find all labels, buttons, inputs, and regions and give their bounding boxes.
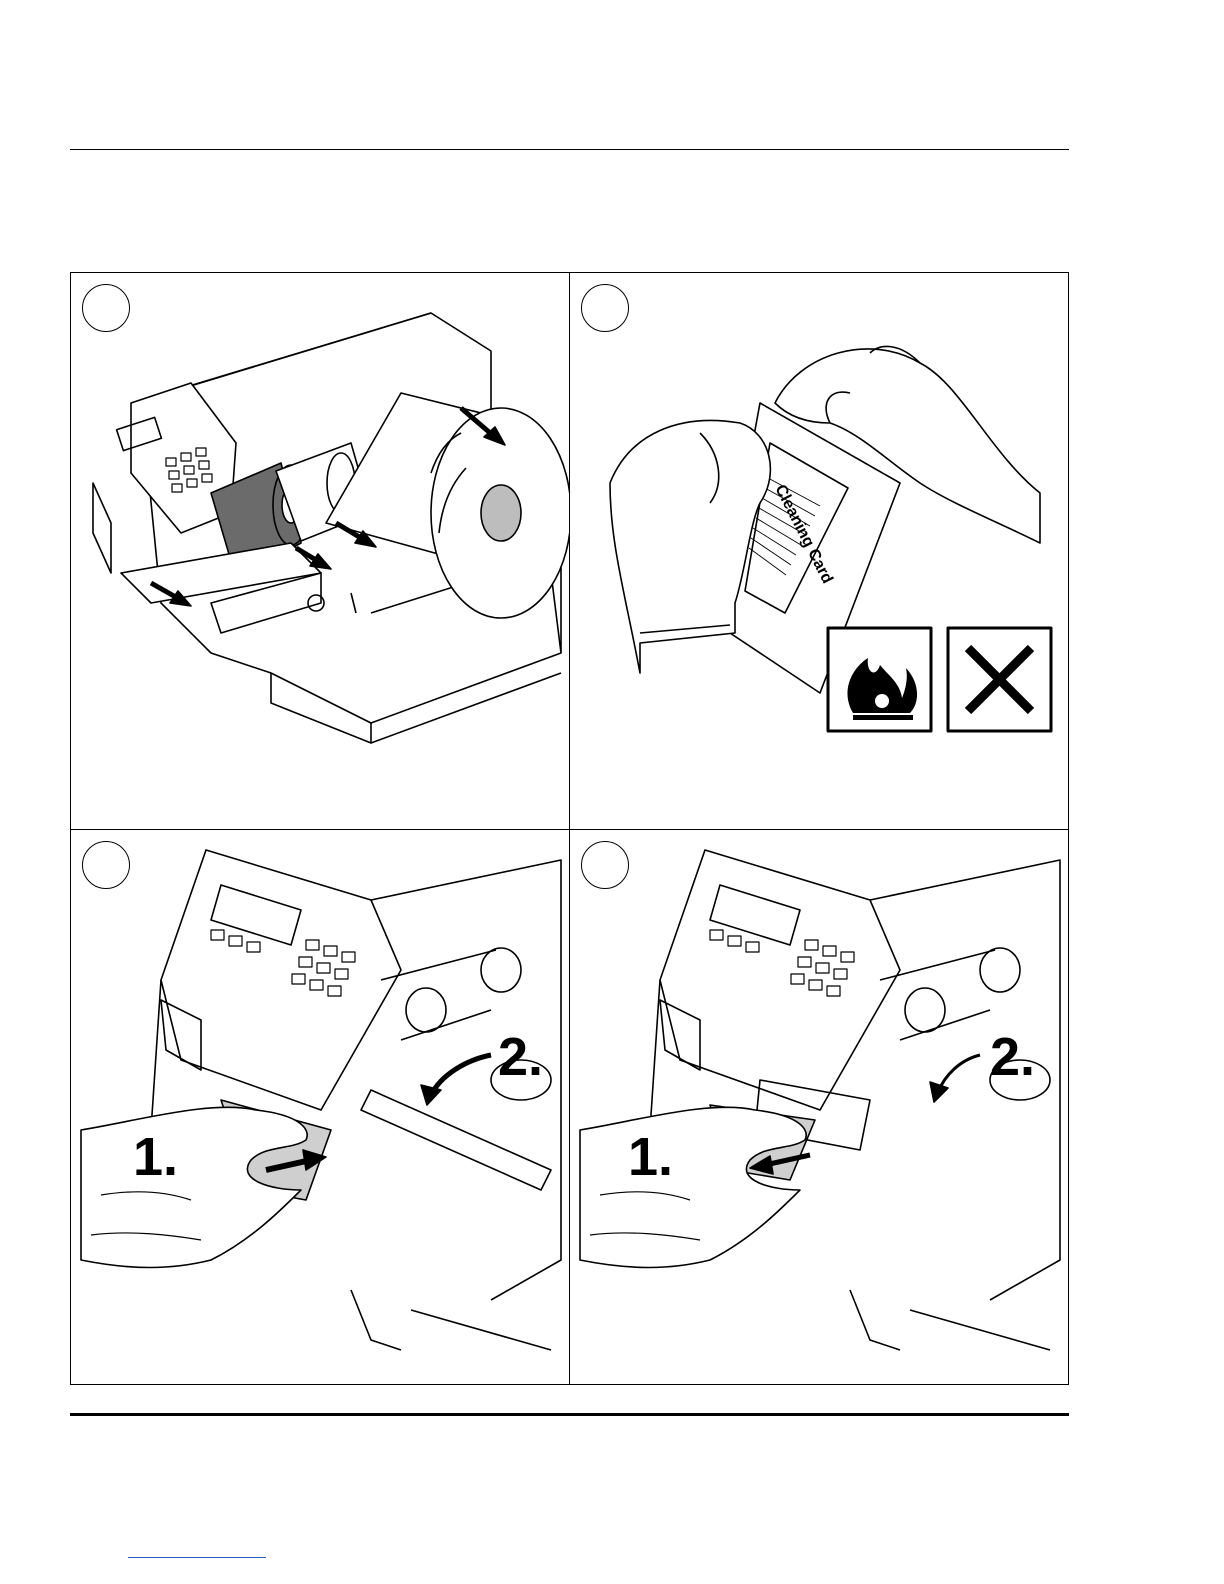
cleaning-card-illustration: Cleaning Card [570, 273, 1068, 829]
step-number-circle-2 [581, 284, 629, 332]
step-2-label: 2. [990, 1027, 1035, 1087]
panel-insert-card: 1. 2. [71, 830, 569, 1384]
step-2-label: 2. [498, 1027, 543, 1087]
step-number-circle-3 [82, 841, 130, 889]
printer-open-illustration [71, 273, 569, 829]
remove-card-illustration: 1. 2. [570, 830, 1068, 1384]
panel-remove-card: 1. 2. [570, 830, 1068, 1384]
panel-cleaning-card: Cleaning Card [570, 273, 1068, 829]
header-rule [70, 149, 1069, 150]
panel-remove-media [71, 273, 569, 829]
illustration-grid: Cleaning Card [70, 272, 1069, 1385]
step-number-circle-1 [82, 284, 130, 332]
insert-card-illustration: 1. 2. [71, 830, 569, 1384]
footnote-link-underline [128, 1557, 266, 1558]
step-number-circle-4 [581, 841, 629, 889]
step-1-label: 1. [628, 1127, 673, 1187]
step-1-label: 1. [133, 1127, 178, 1187]
footer-rule [70, 1413, 1069, 1416]
